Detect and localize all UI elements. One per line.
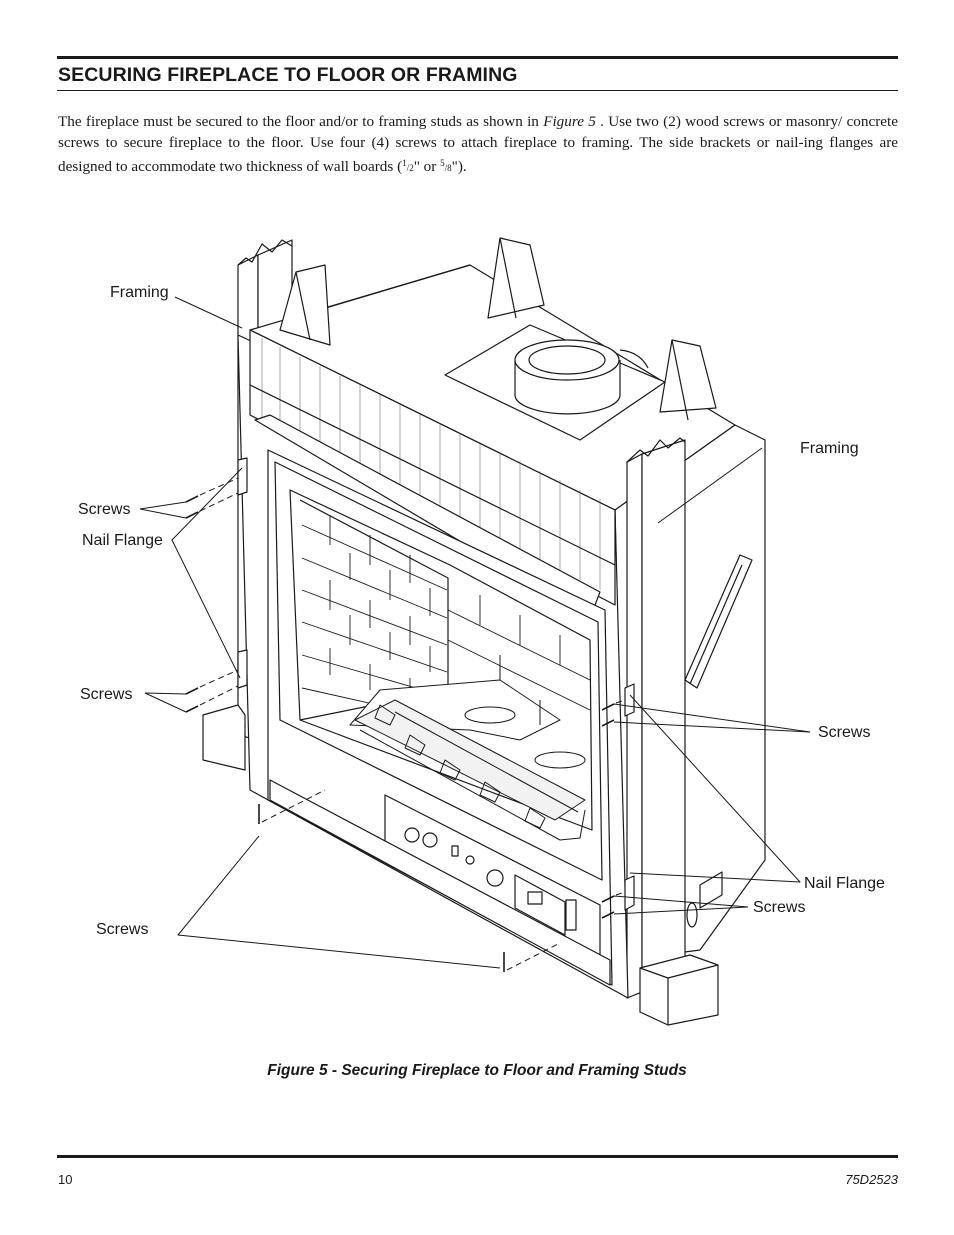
label-framing-right: Framing: [800, 440, 859, 457]
fraction-five-eighths-numerator: 5: [440, 158, 445, 168]
intro-end: ").: [451, 158, 467, 175]
nail-flange-right-lower: [624, 875, 635, 911]
intro-paragraph: The fireplace must be secured to the flo…: [58, 112, 898, 179]
screws: [185, 495, 615, 972]
label-screws-right-upper: Screws: [818, 724, 871, 741]
firebox-bricks: [301, 515, 591, 711]
nail-flange-left-upper: [237, 457, 248, 496]
fraction-half-numerator: 1: [402, 158, 407, 168]
fraction-five-eighths-denominator: 8: [447, 163, 452, 173]
label-screws-bottom-left: Screws: [96, 921, 149, 938]
base-block-right: [639, 954, 719, 1026]
label-screws-lower-left: Screws: [80, 686, 133, 703]
fraction-half: 1/2: [402, 158, 414, 173]
right-framing-stud: [626, 437, 686, 999]
page-number: 10: [58, 1172, 73, 1187]
fraction-five-eighths: 5/8: [440, 158, 452, 173]
figure-reference: Figure 5: [543, 113, 596, 130]
nail-flange-left-lower: [237, 649, 248, 689]
top-standoff-mid: [487, 237, 545, 319]
fraction-half-denominator: 2: [409, 163, 414, 173]
top-standoff-left: [279, 264, 331, 346]
base-block-left: [202, 704, 246, 771]
front-hood: [249, 329, 616, 606]
figure-caption: Figure 5 - Securing Fireplace to Floor a…: [267, 1062, 687, 1079]
top-standoff-right: [659, 339, 717, 421]
label-screws-upper-left: Screws: [78, 501, 131, 518]
top-rule: [57, 56, 898, 59]
log-grate: [349, 655, 586, 841]
intro-part1: The fireplace must be secured to the flo…: [58, 113, 544, 130]
intro-part2: . Use two (2) wood screws or masonry/ co…: [58, 113, 898, 175]
label-nail-flange-right: Nail Flange: [804, 875, 885, 892]
label-framing-left: Framing: [110, 284, 169, 301]
label-screws-right-lower: Screws: [753, 899, 806, 916]
screw-guides: [199, 477, 626, 971]
section-title: SECURING FIREPLACE TO FLOOR OR FRAMING: [58, 64, 518, 86]
nail-flange-right-upper: [624, 683, 635, 717]
firebox-opening: [289, 489, 593, 831]
hood-louvers: [261, 338, 601, 590]
flue-collar: [444, 324, 666, 441]
label-nail-flange-left: Nail Flange: [82, 532, 163, 549]
title-rule: [57, 90, 898, 91]
intro-between: " or: [413, 158, 441, 175]
document-code: 75D2523: [845, 1172, 898, 1187]
leader-lines: [139, 296, 811, 969]
bottom-rule: [57, 1155, 898, 1158]
